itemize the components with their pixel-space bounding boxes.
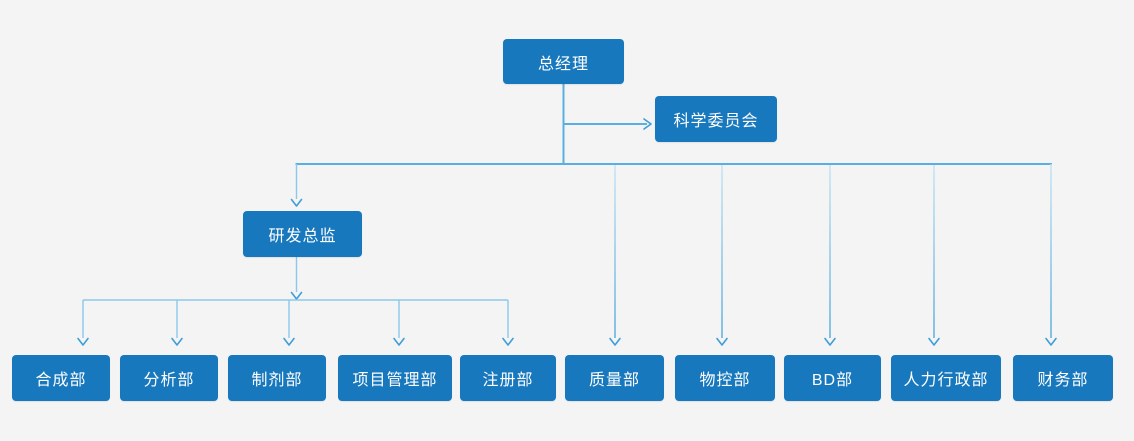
arrow-right-icon xyxy=(643,118,652,130)
arrow-down-icon xyxy=(609,337,621,346)
org-node-project-management-dept: 项目管理部 xyxy=(338,355,452,401)
org-node-rd-director: 研发总监 xyxy=(243,211,362,257)
org-node-finance-dept: 财务部 xyxy=(1013,355,1113,401)
org-node-registration-dept: 注册部 xyxy=(460,355,556,401)
org-node-material-control-dept: 物控部 xyxy=(675,355,775,401)
arrow-down-icon xyxy=(928,337,940,346)
arrow-down-icon xyxy=(171,337,183,346)
arrow-down-icon xyxy=(716,337,728,346)
org-node-formulation-dept: 制剂部 xyxy=(228,355,326,401)
arrow-down-icon xyxy=(1045,337,1057,346)
org-node-science-committee: 科学委员会 xyxy=(655,96,777,142)
arrow-down-icon xyxy=(824,337,836,346)
arrow-down-icon xyxy=(283,337,295,346)
org-node-hr-admin-dept: 人力行政部 xyxy=(891,355,1001,401)
org-node-general-manager: 总经理 xyxy=(503,39,624,84)
org-node-analysis-dept: 分析部 xyxy=(120,355,218,401)
org-node-synthesis-dept: 合成部 xyxy=(12,355,110,401)
arrow-down-icon xyxy=(77,337,89,346)
arrow-down-icon xyxy=(502,337,514,346)
arrow-down-icon xyxy=(290,198,303,207)
arrow-down-icon xyxy=(393,337,405,346)
arrow-down-icon xyxy=(290,291,303,300)
org-node-quality-dept: 质量部 xyxy=(565,355,664,401)
org-node-bd-dept: BD部 xyxy=(784,355,881,401)
